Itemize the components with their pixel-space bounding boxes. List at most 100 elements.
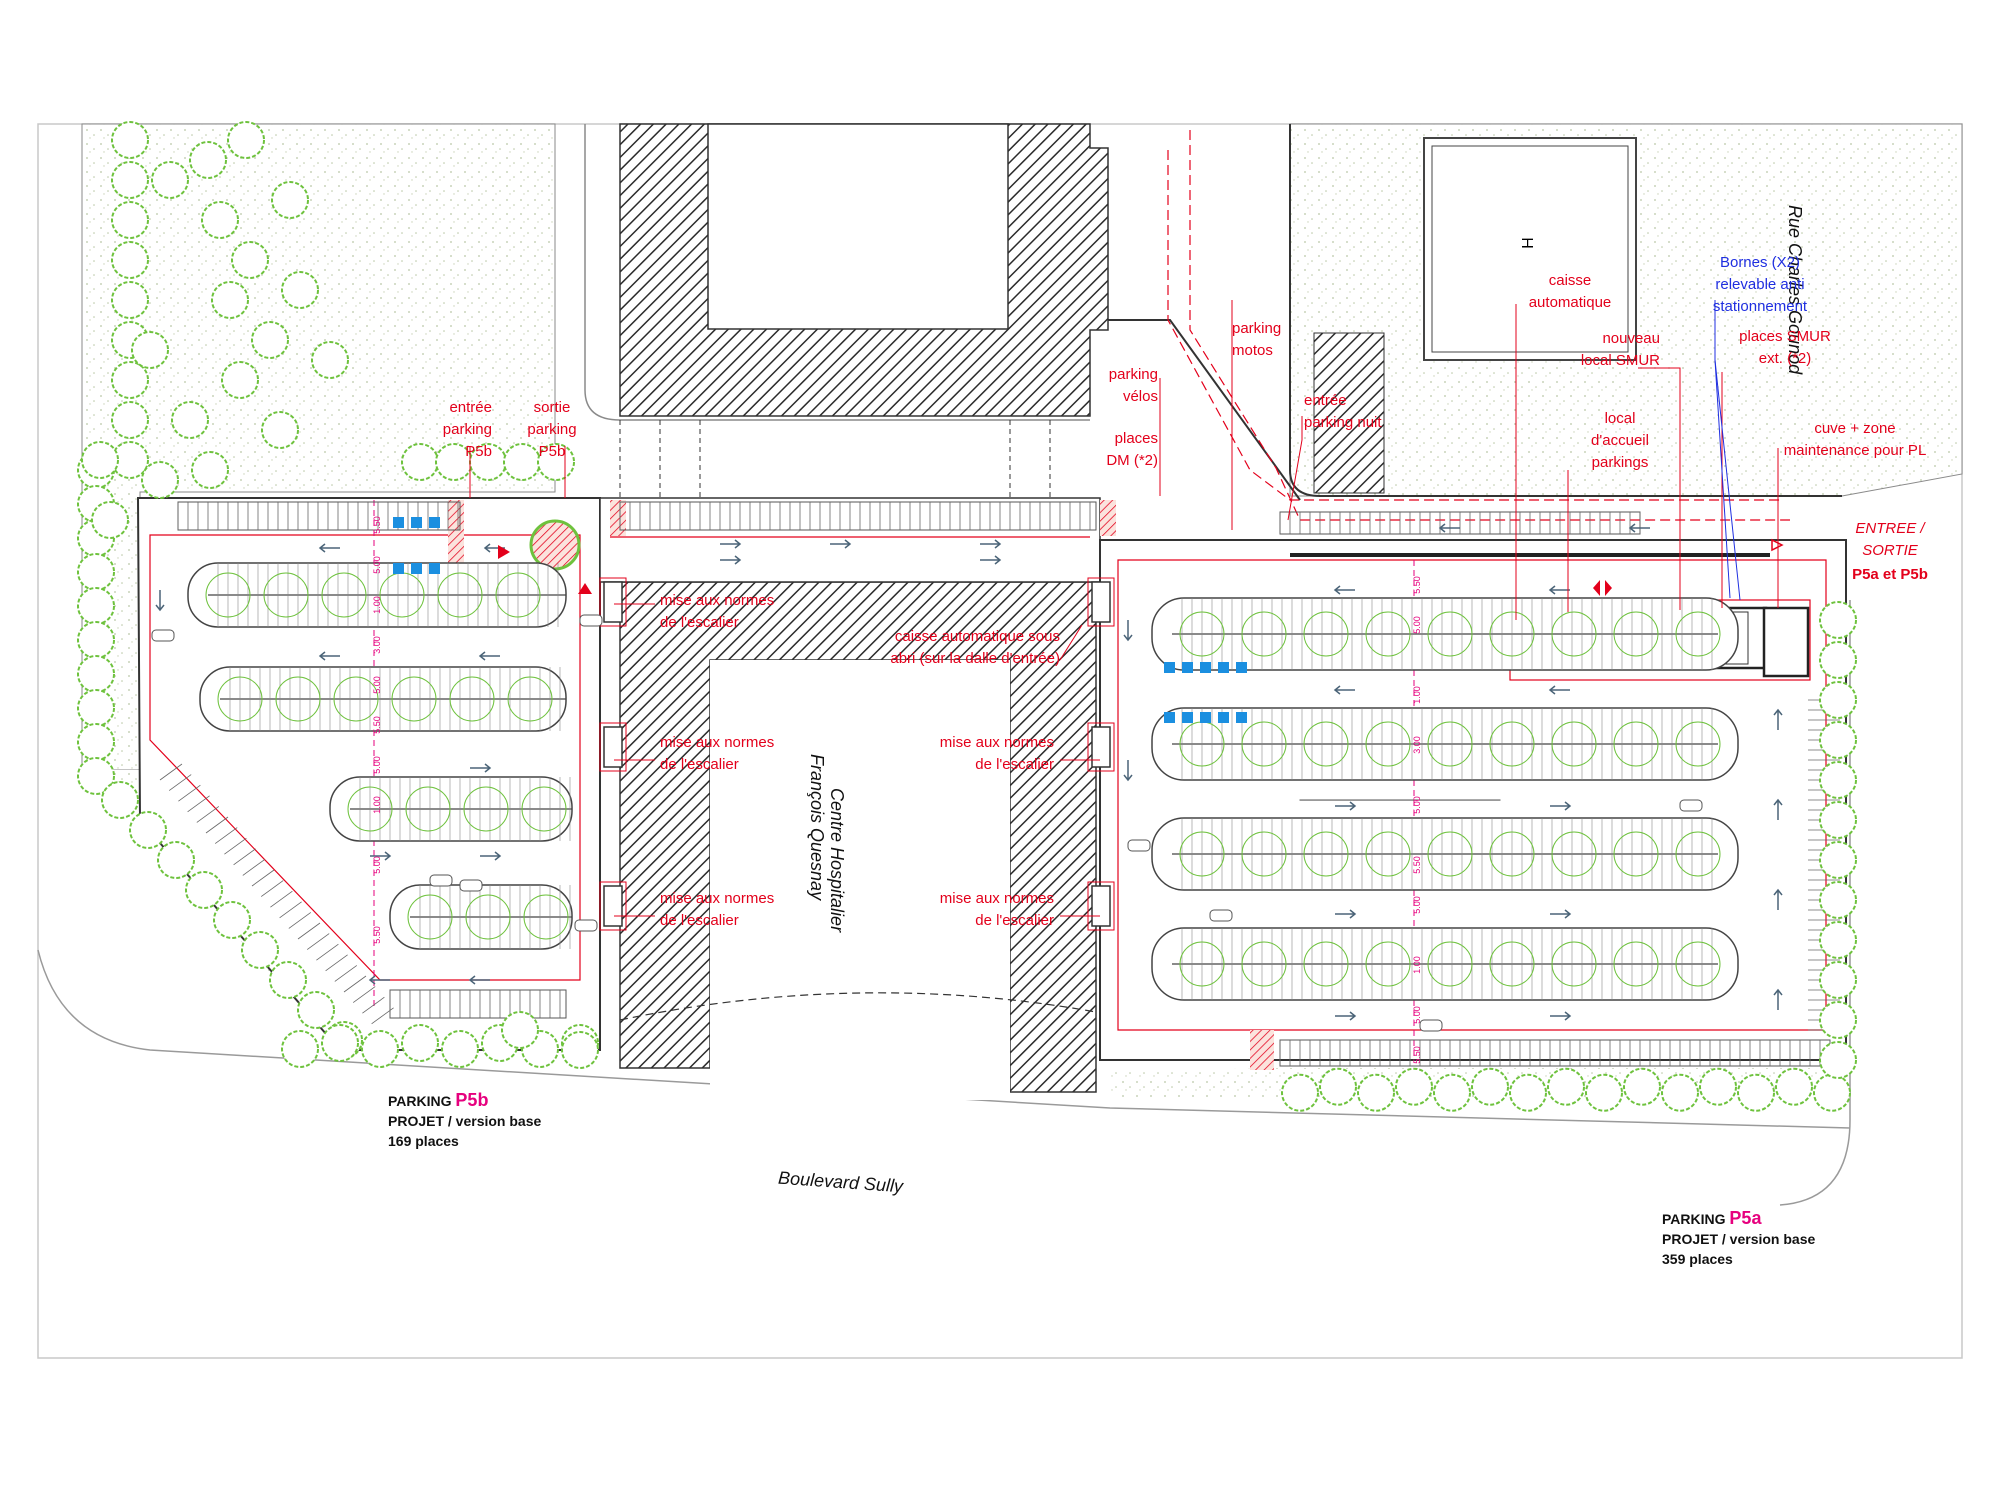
cuve-zone	[1762, 606, 1810, 678]
tree	[213, 901, 251, 939]
tree	[81, 441, 119, 479]
tree	[111, 401, 149, 439]
dimension-label: 3.00	[371, 636, 382, 654]
accessible-space-icon	[1236, 712, 1247, 723]
diag-stall	[187, 795, 210, 813]
tree	[151, 161, 189, 199]
tree	[501, 1011, 539, 1049]
ramp-street-line	[1090, 319, 1301, 501]
legend-p5a-prefix: PARKING	[1662, 1211, 1726, 1227]
dimension-label: 5.00	[1411, 616, 1422, 634]
accessible-space-icon	[429, 517, 440, 528]
entry-marker-main	[1771, 538, 1784, 552]
median-tree	[1551, 721, 1597, 767]
median-tree	[1427, 721, 1473, 767]
tree	[211, 281, 249, 319]
label-stair-p5b-2: mise aux normes de l'escalier	[660, 734, 775, 773]
dimension-label: 5.50	[371, 516, 382, 534]
median-tree	[1675, 611, 1721, 657]
stair-box	[1091, 726, 1111, 768]
diag-stall	[260, 880, 284, 897]
diag-stall	[371, 1007, 394, 1025]
dimension-label: 5.50	[371, 926, 382, 944]
tree	[171, 401, 209, 439]
tree	[129, 811, 167, 849]
tree	[1813, 1073, 1851, 1112]
tree	[77, 689, 115, 727]
median-tree	[1489, 611, 1535, 657]
dimension-label: 1.00	[371, 596, 382, 614]
dimension-label: 1.00	[1411, 686, 1422, 704]
median-tree	[1241, 941, 1287, 987]
diamond-marker-right	[1605, 580, 1612, 596]
tree	[141, 461, 179, 499]
accessible-space-icon	[1164, 712, 1175, 723]
tree	[1819, 841, 1857, 879]
dimension-label: 5.50	[1411, 856, 1422, 874]
tree	[77, 621, 115, 659]
diag-stall	[242, 859, 266, 876]
tree	[1737, 1073, 1775, 1112]
accessible-space-icon	[429, 563, 440, 574]
flow-arrow	[1548, 685, 1570, 695]
median-tree	[263, 572, 309, 618]
tree	[111, 241, 149, 279]
flow-arrow	[1123, 760, 1133, 782]
diag-stall	[168, 774, 192, 791]
tree	[111, 121, 149, 159]
tree	[77, 757, 115, 795]
stair-outline	[599, 577, 627, 627]
gounod-street-line	[1289, 124, 1842, 497]
median-tree	[391, 676, 437, 722]
label-local-accueil: local d'accueil parkings	[1591, 410, 1649, 471]
median-tree	[1303, 611, 1349, 657]
diag-stall	[205, 816, 229, 834]
flow-arrow	[980, 555, 1002, 565]
tree	[281, 1030, 319, 1068]
tree	[189, 141, 227, 179]
car-symbol	[1127, 839, 1151, 852]
flow-arrow	[1628, 523, 1650, 533]
stair-box	[603, 581, 623, 623]
tree	[201, 201, 239, 239]
tree	[271, 181, 309, 219]
median-tree	[347, 786, 393, 832]
round-planter	[529, 519, 581, 571]
median-tree	[495, 572, 541, 618]
flow-arrow	[1773, 888, 1783, 910]
tree	[311, 341, 349, 379]
label-caisse-automatique: caisse automatique	[1528, 272, 1612, 311]
dimension-label: 5.00	[1411, 1006, 1422, 1024]
legend-p5b-version: PROJET / version base	[388, 1113, 542, 1129]
median-tree	[1179, 831, 1225, 877]
tree	[101, 781, 139, 819]
tree	[1319, 1067, 1357, 1106]
flow-arrow	[1438, 523, 1460, 533]
tree	[1819, 881, 1857, 919]
entry-lane-dash	[1167, 150, 1780, 501]
label-cuve-zone: cuve + zone maintenance pour PL	[1783, 420, 1927, 459]
median-tree	[1613, 941, 1659, 987]
tree	[251, 321, 289, 359]
median-tree	[1241, 611, 1287, 657]
median-tree	[1675, 831, 1721, 877]
car-symbol	[1419, 1019, 1443, 1032]
accessible-space-icon	[393, 563, 404, 574]
tree	[1433, 1073, 1471, 1112]
label-nouveau-local-smur: nouveau local SMUR	[1580, 330, 1660, 369]
flow-arrow	[1123, 620, 1133, 642]
tree	[1819, 1041, 1857, 1079]
circulation-arrows	[155, 523, 1783, 1021]
flow-arrow	[980, 539, 1002, 549]
diamond-marker-left	[1593, 580, 1600, 596]
tree	[77, 553, 115, 591]
court-arc	[619, 992, 1097, 1021]
cars	[151, 614, 1703, 1032]
accessible-space-icon	[1182, 712, 1193, 723]
median-tree	[1365, 941, 1411, 987]
dimension-label: 5.00	[371, 856, 382, 874]
tree	[269, 961, 307, 999]
legend-p5a-code: P5a	[1729, 1208, 1762, 1228]
tree	[321, 1024, 359, 1062]
flow-arrow	[1335, 909, 1357, 919]
